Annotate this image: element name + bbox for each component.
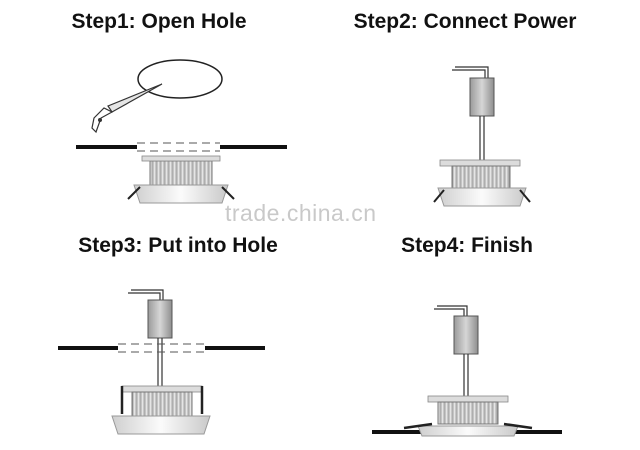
- step2-title: Step2: Connect Power: [353, 10, 577, 33]
- knife-icon: [91, 83, 163, 134]
- driver-box: [469, 77, 495, 117]
- step2-illustration: [433, 66, 531, 207]
- hole-outline: [137, 59, 223, 99]
- driver-box: [147, 299, 173, 339]
- step3-illustration: [58, 289, 265, 435]
- downlight: [427, 395, 509, 425]
- step4-illustration: [372, 305, 562, 437]
- step1-title: Step1: Open Hole: [71, 10, 247, 33]
- power-wire: [452, 69, 486, 78]
- step1-illustration: [76, 59, 287, 204]
- downlight: [433, 159, 531, 207]
- watermark: trade.china.cn: [225, 200, 377, 226]
- downlight: [111, 385, 211, 435]
- step3-title: Step3: Put into Hole: [78, 234, 278, 257]
- downlight: [127, 155, 235, 204]
- driver-box: [453, 315, 479, 355]
- step4-title: Step4: Finish: [401, 234, 533, 257]
